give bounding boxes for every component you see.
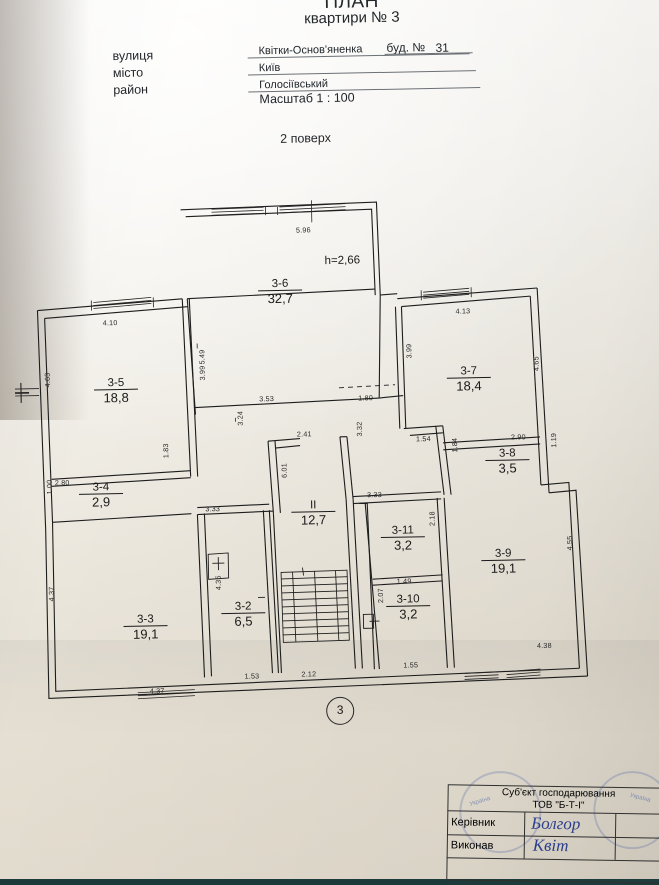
room-area: 3,2 bbox=[386, 605, 430, 621]
dimension-5-49: 5.49 bbox=[197, 350, 206, 365]
dimension-1-54: 1.54 bbox=[416, 434, 431, 443]
dimension-1-55: 1.55 bbox=[403, 660, 418, 669]
dimension-2-18: 2.18 bbox=[427, 511, 436, 526]
ceiling-height-note: h=2,66 bbox=[324, 254, 360, 267]
dimension-2-12: 2.12 bbox=[301, 669, 316, 678]
room-number: 3-9 bbox=[481, 547, 525, 560]
executor-label: Виконав bbox=[447, 834, 525, 858]
room-area: 32,7 bbox=[258, 290, 302, 306]
room-number: 3-7 bbox=[447, 365, 491, 378]
dimension-4-65: 4.65 bbox=[531, 356, 540, 371]
dimension-4-10: 4.10 bbox=[103, 318, 118, 327]
dimension-1-83: 1.83 bbox=[161, 443, 170, 458]
room-number: 3-11 bbox=[381, 524, 425, 537]
dimension-3-53: 3.53 bbox=[259, 394, 274, 403]
room-area: 12,7 bbox=[291, 511, 335, 527]
dimension-4-55: 4.55 bbox=[565, 536, 574, 551]
staircase bbox=[281, 567, 349, 643]
dimension-2-80: 2.80 bbox=[55, 478, 70, 487]
dimension-3-24: 3.24 bbox=[235, 411, 244, 426]
dimension-4-63: 4.63 bbox=[43, 373, 52, 388]
dimension-1-49: 1.49 bbox=[397, 576, 412, 585]
dimension-1-00: 1.00 bbox=[45, 480, 54, 495]
dimension-6-01: 6.01 bbox=[279, 463, 288, 478]
room-number: 3-3 bbox=[123, 613, 167, 626]
executor-signature: Квіт bbox=[533, 836, 569, 857]
room-number: II bbox=[291, 499, 335, 512]
room-area: 18,8 bbox=[94, 389, 138, 405]
dimension-3-99: 3.99 bbox=[198, 366, 207, 381]
room-area: 2,9 bbox=[79, 493, 123, 509]
executor-signature-cell: Квіт bbox=[525, 835, 616, 859]
dimension-4-13: 4.13 bbox=[455, 306, 470, 315]
room-number: 3-5 bbox=[94, 377, 138, 390]
room-area: 6,5 bbox=[221, 612, 265, 628]
dimension-2-07: 2.07 bbox=[376, 588, 385, 603]
dimension-1-84: 1.84 bbox=[450, 438, 459, 453]
room-area: 3,5 bbox=[485, 459, 529, 475]
director-label: Керівник bbox=[447, 811, 525, 835]
room-area: 19,1 bbox=[481, 559, 525, 575]
room-area: 3,2 bbox=[381, 536, 425, 552]
room-number: 3-8 bbox=[485, 447, 529, 460]
dimension-2-90: 2.90 bbox=[511, 432, 526, 441]
dimension-1-53: 1.53 bbox=[244, 671, 259, 680]
dimension-3-99: 3.99 bbox=[404, 344, 413, 359]
dimension-1-80: 1.80 bbox=[358, 393, 373, 402]
dimension-2-41: 2.41 bbox=[297, 429, 312, 438]
room-area: 18,4 bbox=[447, 377, 491, 393]
dimension-3-33: 3.33 bbox=[205, 504, 220, 513]
room-area: 19,1 bbox=[124, 625, 168, 641]
dimension-4-35: 4.35 bbox=[214, 575, 223, 590]
room-number: 3-4 bbox=[79, 481, 123, 494]
director-signature: Болгор bbox=[531, 814, 580, 835]
dimension-4-38: 4.38 bbox=[537, 641, 552, 650]
room-number: 3-6 bbox=[258, 278, 302, 291]
dimension-4-37: 4.37 bbox=[47, 586, 56, 601]
dimension-3-32: 3.32 bbox=[355, 422, 364, 437]
dimension-5-96: 5.96 bbox=[296, 225, 311, 234]
room-number: 3-10 bbox=[386, 593, 430, 606]
stamp-header: Суб'єкт господарювання ТОВ "Б-Т-І" bbox=[447, 784, 659, 814]
dimension-4-37: 4.37 bbox=[150, 686, 165, 695]
director-signature-cell: Болгор bbox=[525, 812, 616, 836]
certification-stamp: Україна Україна Суб'єкт господарювання Т… bbox=[446, 784, 659, 883]
stamp-row-executor: Виконав Квіт bbox=[447, 834, 659, 861]
dimension-1-19: 1.19 bbox=[549, 433, 558, 448]
room-number: 3-2 bbox=[221, 600, 265, 613]
dimension-3-33: 3.33 bbox=[367, 490, 382, 499]
